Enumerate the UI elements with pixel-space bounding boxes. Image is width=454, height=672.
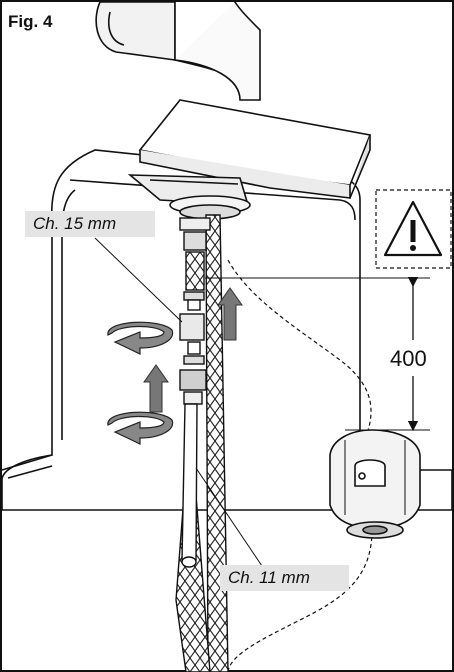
dashed-path bbox=[227, 259, 373, 672]
aerator-head bbox=[329, 429, 421, 539]
figure-label: Fig. 4 bbox=[8, 12, 53, 31]
wrench-size-callout-lower: Ch. 11 mm bbox=[220, 565, 349, 591]
faucet-body bbox=[95, 1, 261, 101]
wrench-size-callout-upper: Ch. 15 mm bbox=[25, 211, 155, 237]
rotate-arrow-icon bbox=[107, 321, 174, 445]
dimension-value: 400 bbox=[390, 346, 427, 371]
fitting-assembly bbox=[179, 217, 211, 568]
up-arrow-icon bbox=[143, 287, 243, 413]
warning-box bbox=[375, 189, 452, 269]
mounting-plate bbox=[127, 99, 372, 220]
warning-triangle-icon bbox=[383, 200, 443, 257]
leader-lines bbox=[94, 237, 430, 567]
braided-hose bbox=[205, 214, 229, 672]
